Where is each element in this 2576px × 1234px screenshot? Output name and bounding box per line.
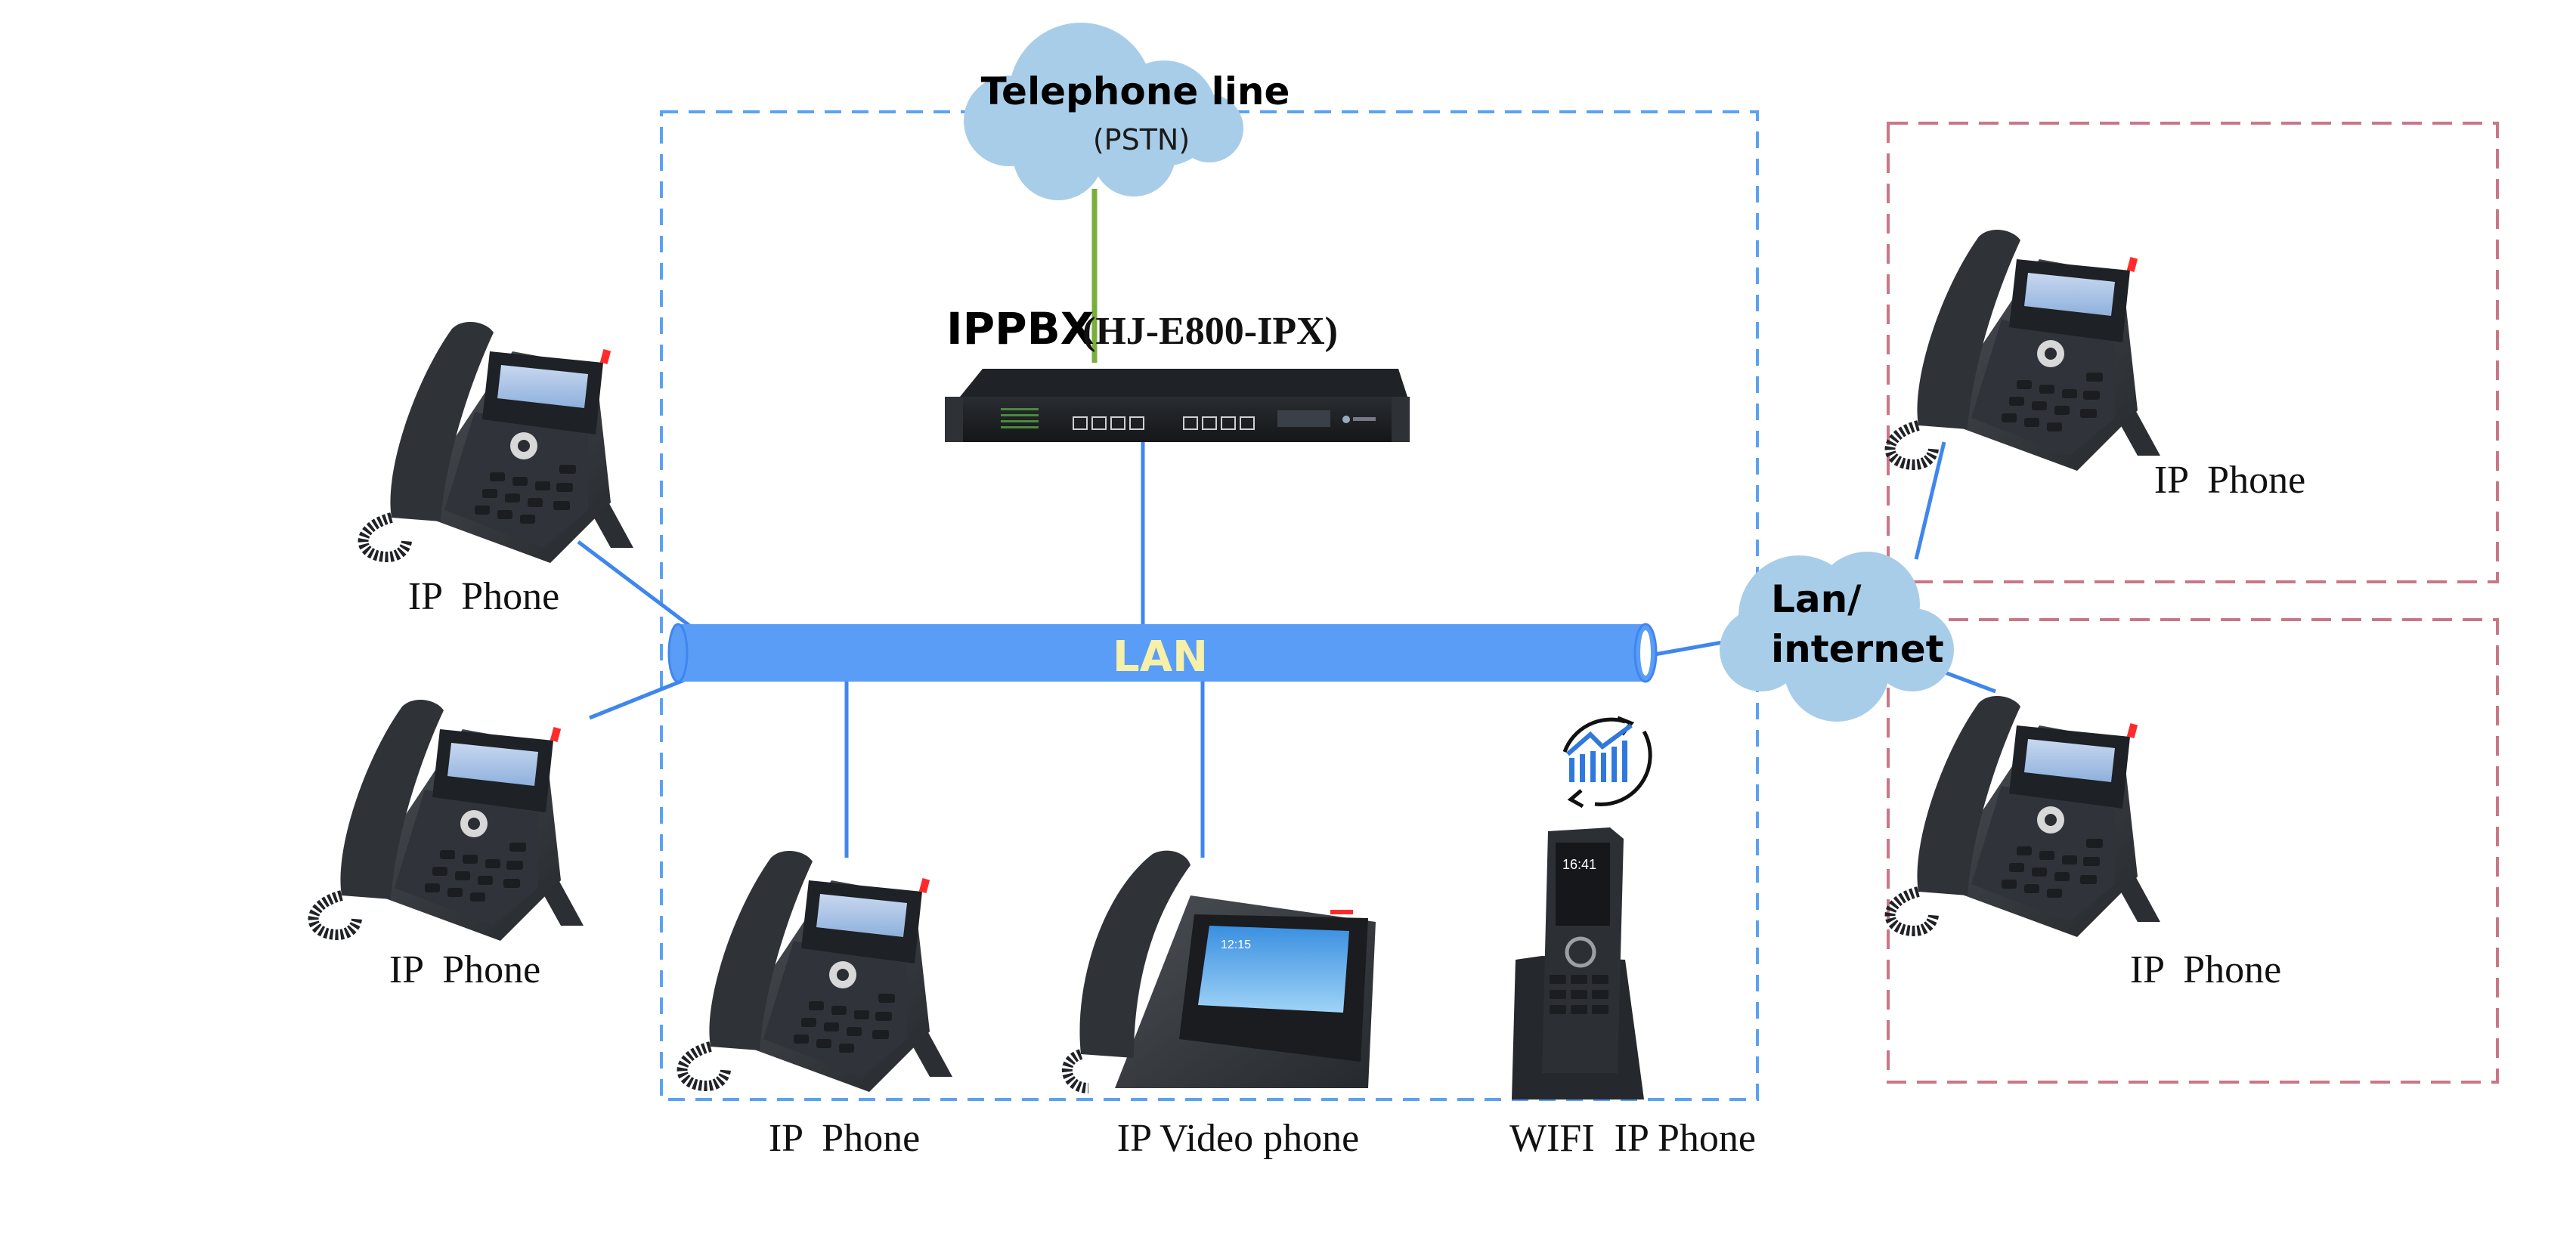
- link-lan-to-internet: [1646, 639, 1732, 658]
- remote-site-boundary-bottom: [1887, 618, 2499, 1084]
- link-internet-remote-top: [1914, 441, 1946, 560]
- ippbx-server: [945, 369, 1410, 442]
- ip-phone-left-top: IP Phone: [364, 322, 633, 618]
- lan-label: LAN: [1113, 632, 1208, 682]
- pstn-subtitle: (PSTN): [1093, 123, 1190, 156]
- internet-line-1: Lan/: [1771, 577, 1862, 621]
- lan-bus: LAN: [667, 623, 1658, 683]
- ip-phone-lan-1-label: IP Phone: [769, 1117, 920, 1160]
- internet-line-2: internet: [1771, 627, 1944, 671]
- ippbx-name: IPPBX: [946, 303, 1094, 354]
- pstn-title: Telephone line: [981, 70, 1290, 113]
- link-left-bottom-phone: [589, 678, 685, 720]
- wifi-phone-screen-clock: 16:41: [1562, 857, 1596, 872]
- link-left-top-phone: [577, 540, 693, 629]
- ip-phone-remote-bottom: IP Phone: [1890, 696, 2281, 991]
- wifi-ip-phone-label: WIFI IP Phone: [1509, 1117, 1756, 1160]
- remote-site-boundary-top: [1887, 122, 2499, 583]
- video-phone-screen-clock: 12:15: [1221, 939, 1251, 951]
- ip-phone-lan-1: IP Phone: [683, 851, 952, 1160]
- ip-phone-left-bottom: IP Phone: [314, 700, 584, 991]
- ip-phone-remote-top: IP Phone: [1890, 230, 2305, 502]
- ip-phone-remote-top-label: IP Phone: [2154, 459, 2305, 502]
- ip-video-phone-label: IP Video phone: [1117, 1117, 1359, 1160]
- wifi-ip-phone: 16:41 WIFI IP Phone: [1509, 716, 1756, 1160]
- ip-phone-left-top-label: IP Phone: [408, 575, 559, 618]
- sync-chart-icon: [1562, 716, 1652, 809]
- ip-phone-left-bottom-label: IP Phone: [389, 948, 540, 991]
- internet-cloud: Lan/ internet: [1720, 552, 1954, 722]
- pstn-cloud: Telephone line (PSTN): [964, 23, 1290, 200]
- ip-video-phone: 12:15 IP Video phone: [1061, 850, 1376, 1160]
- ippbx-model: (HJ-E800-IPX): [1082, 310, 1338, 353]
- ippbx-label: IPPBX (HJ-E800-IPX): [946, 303, 1338, 354]
- ip-phone-remote-bottom-label: IP Phone: [2130, 948, 2281, 991]
